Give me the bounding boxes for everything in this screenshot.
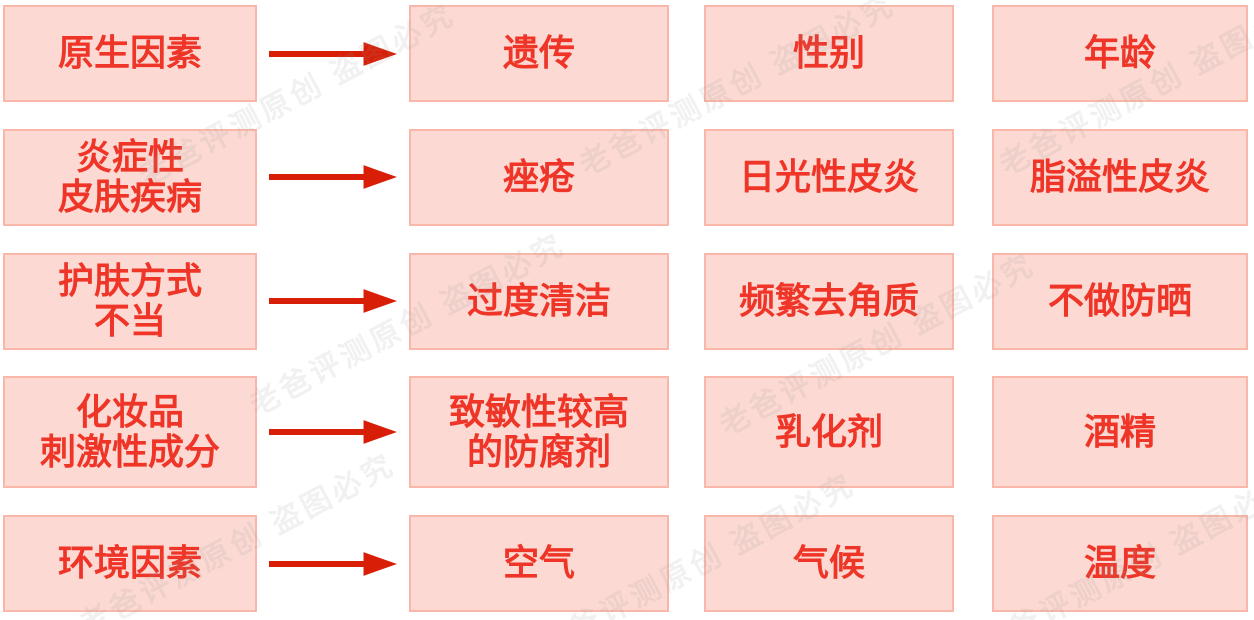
diagram-row-primary-factors: 原生因素 遗传 性别 年龄 xyxy=(3,5,1251,102)
diagram-row-improper-skincare: 护肤方式 不当 过度清洁 频繁去角质 不做防晒 xyxy=(3,252,1251,350)
diagram-row-environmental-factors: 环境因素 空气 气候 温度 xyxy=(3,515,1251,612)
category-box: 环境因素 xyxy=(3,515,257,612)
item-box: 气候 xyxy=(704,515,954,612)
item-box: 温度 xyxy=(992,515,1248,612)
arrow-right-icon xyxy=(257,551,409,577)
category-box: 原生因素 xyxy=(3,5,257,102)
item-box: 致敏性较高 的防腐剂 xyxy=(409,376,669,489)
item-box: 空气 xyxy=(409,515,669,612)
item-box: 频繁去角质 xyxy=(704,252,954,350)
item-box: 过度清洁 xyxy=(409,252,669,350)
arrow-right-icon xyxy=(257,164,409,190)
item-box: 日光性皮炎 xyxy=(704,128,954,226)
category-box: 炎症性 皮肤疾病 xyxy=(3,128,257,226)
item-box: 性别 xyxy=(704,5,954,102)
category-box: 护肤方式 不当 xyxy=(3,252,257,350)
diagram-row-inflammatory-skin-disease: 炎症性 皮肤疾病 痤疮 日光性皮炎 脂溢性皮炎 xyxy=(3,128,1251,226)
category-box: 化妆品 刺激性成分 xyxy=(3,376,257,489)
arrow-right-icon xyxy=(257,41,409,67)
item-box: 乳化剂 xyxy=(704,376,954,489)
item-box: 年龄 xyxy=(992,5,1248,102)
item-box: 遗传 xyxy=(409,5,669,102)
item-box: 痤疮 xyxy=(409,128,669,226)
arrow-right-icon xyxy=(257,419,409,445)
item-box: 不做防晒 xyxy=(992,252,1248,350)
item-box: 酒精 xyxy=(992,376,1248,489)
diagram-row-cosmetic-irritants: 化妆品 刺激性成分 致敏性较高 的防腐剂 乳化剂 酒精 xyxy=(3,376,1251,489)
item-box: 脂溢性皮炎 xyxy=(992,128,1248,226)
arrow-right-icon xyxy=(257,288,409,314)
